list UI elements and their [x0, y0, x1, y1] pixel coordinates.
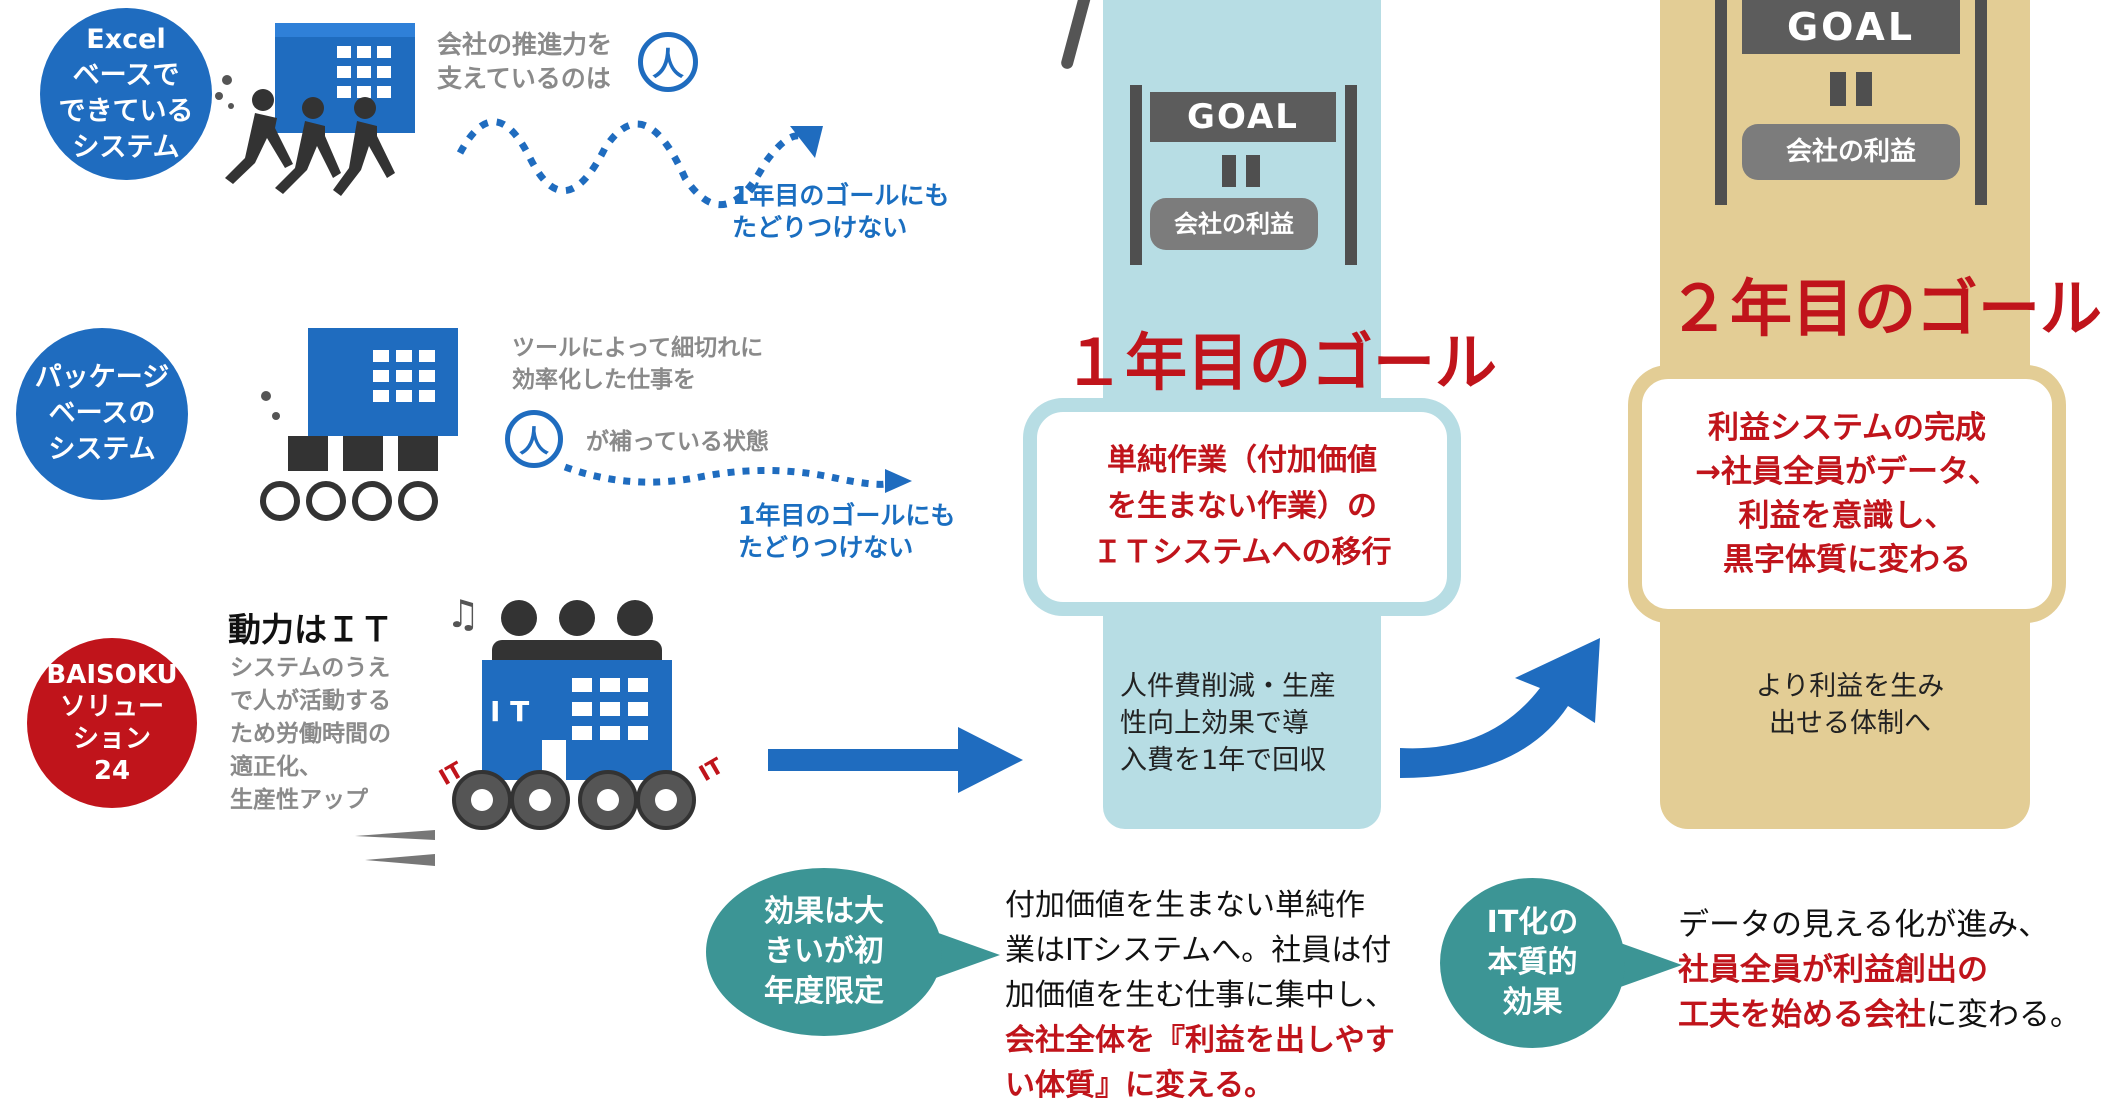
callout2-text-plain1: データの見える化が進み、	[1678, 907, 2050, 943]
row2-description: ツールによって細切れに 効率化した仕事を	[512, 335, 764, 393]
goal1-sign: GOAL	[1150, 92, 1336, 142]
it-vehicle-icon	[452, 600, 696, 830]
baisoku-solution-badge: BAISOKU ソリュー ション 24	[27, 638, 197, 808]
person-icon: 人	[505, 410, 563, 468]
row2-result: 1年目のゴールにも たどりつけない	[738, 501, 956, 562]
speed-lines-icon	[355, 830, 435, 866]
callout1-bubble: 効果は大 きいが初 年度限定	[706, 868, 942, 1036]
goal2-title: ２年目のゴール	[1668, 272, 2103, 345]
running-people-icon	[215, 23, 415, 196]
curved-arrow-icon	[1400, 638, 1600, 778]
row1-description: 会社の推進力を 支えているのは	[437, 30, 613, 93]
goal2-sign-sub: 会社の利益	[1742, 124, 1960, 180]
row2-description-2: が補っている状態	[586, 429, 769, 455]
callout2-text-bold: 社員全員が利益創出の 工夫を始める会社	[1678, 952, 1988, 1033]
callout1-text-bold: 会社全体を『利益を出しやす い体質』に変える。	[1005, 1023, 1395, 1103]
goal1-box: 単純作業（付加価値 を生まない作業）の ＩＴシステムへの移行	[1023, 398, 1461, 616]
building-it-label: I T	[490, 695, 530, 728]
goal2-equals	[1830, 72, 1872, 106]
excel-system-badge: Excel ベースで できている システム	[40, 8, 212, 180]
goal1-post-right	[1345, 85, 1357, 265]
callout1-text: 付加価値を生まない単純作 業はITシステムへ。社員は付 加価値を生む仕事に集中し…	[1005, 838, 1435, 1108]
callout2-text: データの見える化が進み、 社員全員が利益創出の 工夫を始める会社に変わる。	[1678, 858, 2108, 1038]
callout2-bubble: IT化の 本質的 効果	[1440, 878, 1625, 1048]
goal2-box-text: 利益システムの完成 →社員全員がデータ、 利益を意識し、 黒字体質に変わる	[1694, 410, 2000, 578]
goal2-post-right	[1975, 0, 1987, 205]
goal1-title: １年目のゴール	[1063, 326, 1498, 399]
callout2-text-plain2: に変わる。	[1926, 997, 2081, 1033]
arrow-right-icon	[768, 727, 1023, 793]
goal1-note: 人件費削減・生産 性向上効果で導 入費を1年で回収	[1120, 671, 1336, 776]
callout1-tail-icon	[930, 930, 1000, 980]
row1-result: 1年目のゴールにも たどりつけない	[732, 181, 950, 242]
package-system-badge: パッケージ ベースの システム	[16, 328, 188, 500]
goal1-sign-sub: 会社の利益	[1150, 198, 1318, 250]
row3-description: システムのうえ で人が活動する ため労働時間の 適正化、 生産性アップ	[230, 655, 391, 813]
dotted-wave-arrow-icon	[456, 118, 823, 209]
bicycle-people-icon	[260, 328, 458, 521]
goal1-box-text: 単純作業（付加価値 を生まない作業）の ＩＴシステムへの移行	[1092, 443, 1392, 570]
goal2-box: 利益システムの完成 →社員全員がデータ、 利益を意識し、 黒字体質に変わる	[1628, 365, 2066, 623]
goal2-note: より利益を生み 出せる体制へ	[1755, 671, 1945, 739]
person-icon: 人	[638, 32, 698, 92]
row3-heading: 動力はＩＴ	[228, 610, 393, 649]
dotted-wave-arrow-icon	[563, 463, 912, 493]
goal2-sign: GOAL	[1742, 0, 1960, 54]
music-note-icon: ♫	[446, 592, 481, 636]
callout1-text-plain: 付加価値を生まない単純作 業はITシステムへ。社員は付 加価値を生む仕事に集中し…	[1005, 888, 1395, 1013]
goal1-post-left	[1130, 85, 1142, 265]
goal2-post-left	[1715, 0, 1727, 205]
callout2-tail-icon	[1612, 940, 1682, 990]
flag-stick-icon	[1059, 0, 1093, 71]
goal1-equals	[1222, 155, 1260, 187]
